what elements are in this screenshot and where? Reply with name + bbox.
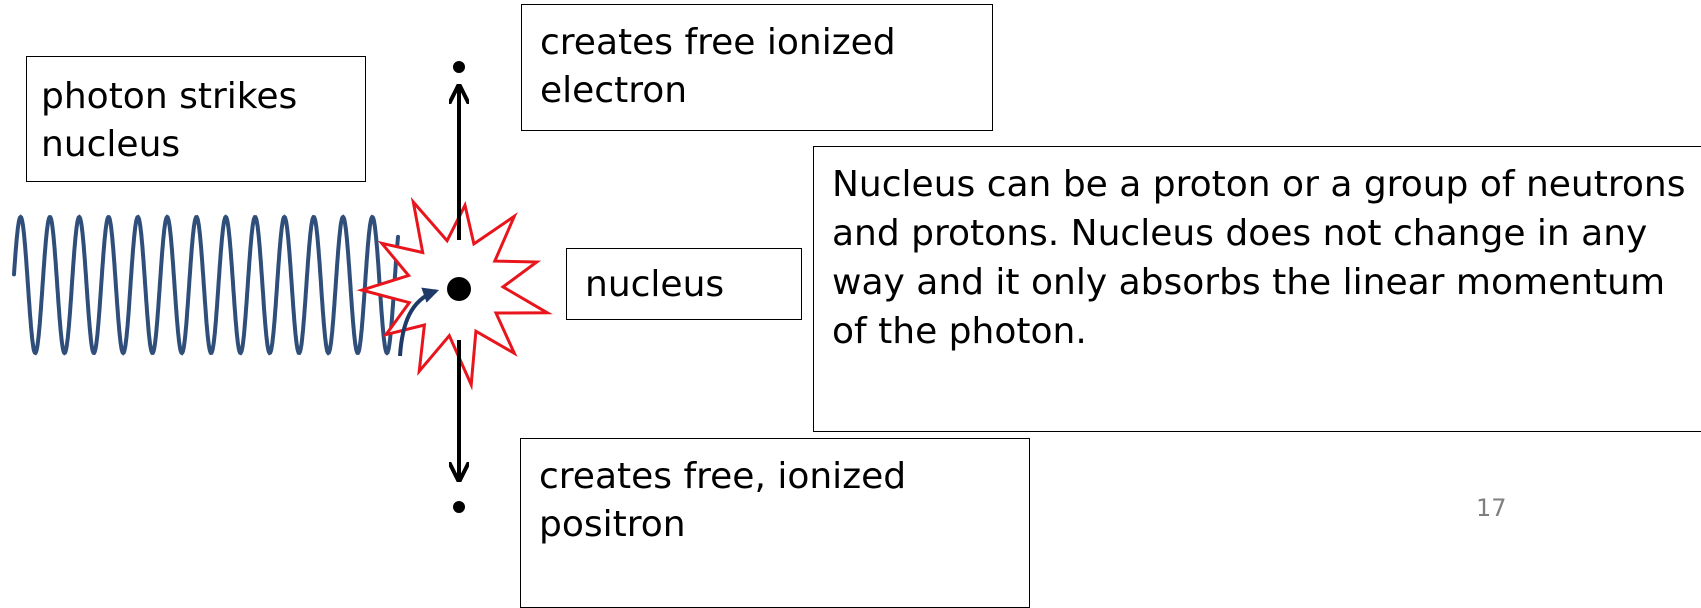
electron-label-box: creates free ionized electron	[521, 4, 993, 131]
photon-strikes-label-box: photon strikes nucleus	[26, 56, 366, 182]
positron-label: creates free, ionized positron	[539, 456, 907, 545]
electron-label: creates free ionized electron	[540, 22, 896, 111]
electron-dot	[453, 61, 465, 73]
nucleus-note-box: Nucleus can be a proton or a group of ne…	[813, 146, 1701, 432]
photon-wave	[12, 214, 400, 356]
nucleus-label-box: nucleus	[566, 248, 802, 320]
nucleus-dot	[447, 277, 471, 301]
nucleus-note-text: Nucleus can be a proton or a group of ne…	[832, 164, 1686, 352]
positron-label-box: creates free, ionized positron	[520, 438, 1030, 608]
photon-incoming-arrow	[398, 287, 440, 357]
nucleus-label: nucleus	[585, 264, 725, 305]
photon-strikes-label: photon strikes nucleus	[41, 76, 298, 165]
positron-dot	[453, 501, 465, 513]
page-number: 17	[1476, 494, 1507, 522]
